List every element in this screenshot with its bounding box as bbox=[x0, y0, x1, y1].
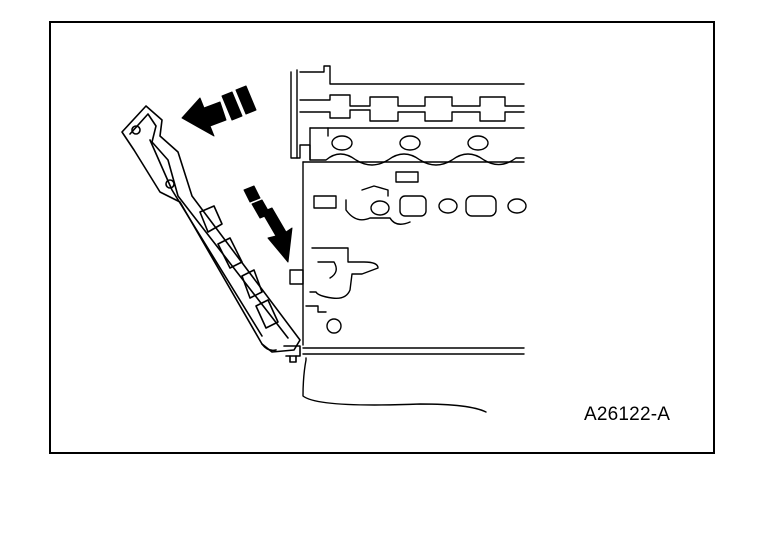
block-slot bbox=[395, 171, 419, 183]
block-port bbox=[399, 195, 427, 217]
block-bore bbox=[370, 200, 390, 216]
engine-head-upper bbox=[290, 65, 525, 166]
alignment-tab bbox=[289, 269, 304, 285]
oil-passage-hole bbox=[331, 135, 353, 151]
block-bore bbox=[326, 318, 342, 334]
oil-passage-hole bbox=[399, 135, 421, 151]
push-arrow bbox=[243, 185, 293, 263]
timing-cover-gasket bbox=[121, 105, 301, 363]
illustration-frame bbox=[49, 21, 715, 454]
figure-id-label: A26122-A bbox=[584, 404, 671, 425]
engine-block bbox=[289, 161, 527, 413]
removal-arrow bbox=[181, 85, 257, 137]
block-bore bbox=[438, 198, 458, 214]
block-slot bbox=[313, 195, 337, 209]
block-bore bbox=[507, 198, 527, 214]
block-port bbox=[465, 195, 497, 217]
oil-passage-hole bbox=[467, 135, 489, 151]
